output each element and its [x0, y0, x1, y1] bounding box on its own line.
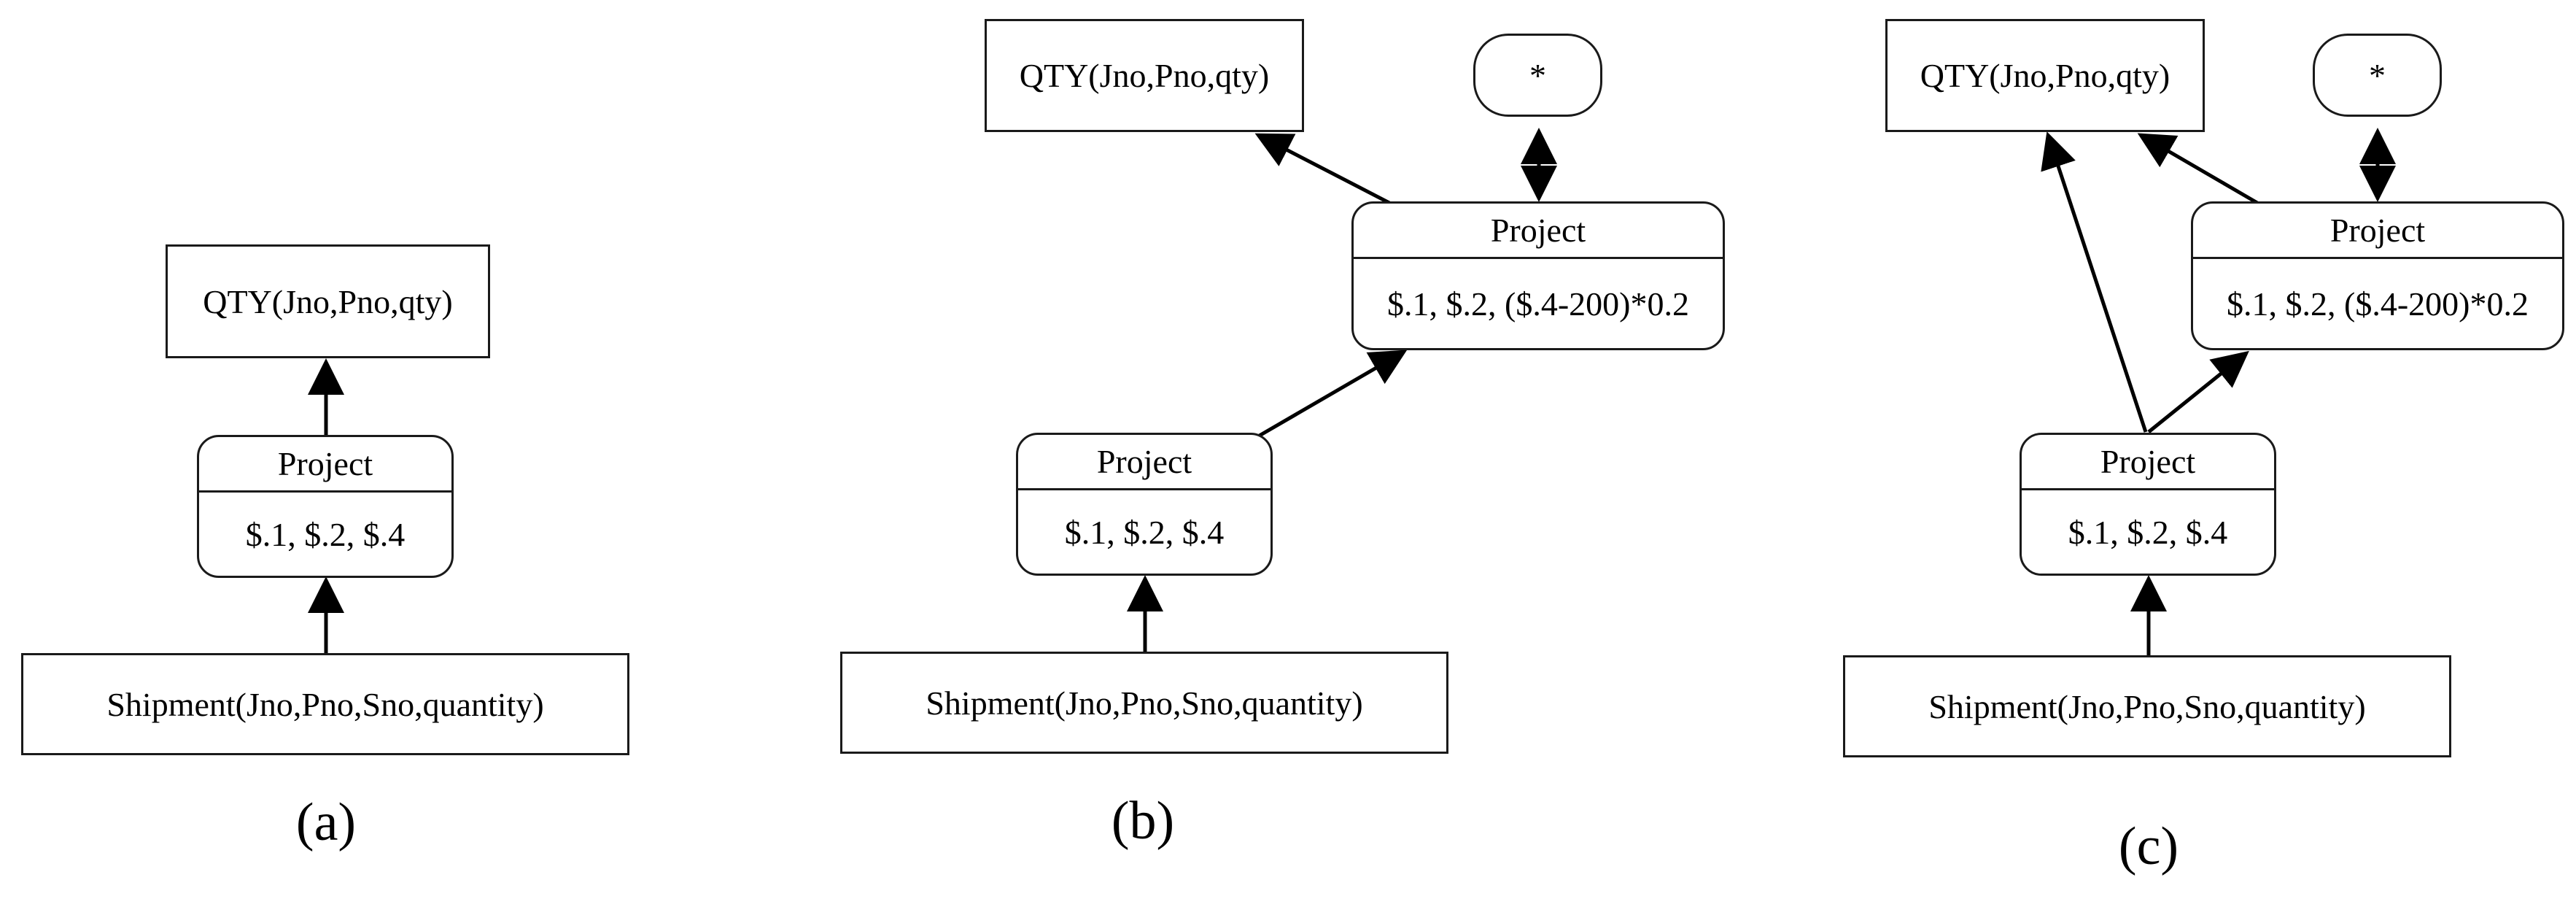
panel-b-star-node: * [1473, 34, 1602, 117]
panel-a-project-fields: $.1, $.2, $.4 [245, 515, 406, 553]
edge-c-project2-to-qty [2137, 133, 2259, 205]
panel-b-project2-node: Project $.1, $.2, ($.4-200)*0.2 [1351, 201, 1725, 350]
panel-c-project1-fields: $.1, $.2, $.4 [2068, 513, 2228, 551]
panel-a-shipment-node: Shipment(Jno,Pno,Sno,quantity) [21, 653, 629, 755]
panel-b-caption: (b) [1111, 791, 1175, 851]
panel-c-shipment-node: Shipment(Jno,Pno,Sno,quantity) [1843, 655, 2451, 757]
panel-b-project1-title: Project [1018, 435, 1270, 490]
panel-c-qty-node: QTY(Jno,Pno,qty) [1885, 19, 2205, 132]
panel-b-shipment-node: Shipment(Jno,Pno,Sno,quantity) [840, 652, 1448, 754]
edge-c-project1-to-qty [2041, 131, 2148, 433]
edge-c-project1-to-project2 [2147, 350, 2249, 433]
panel-c-project1-title: Project [2022, 435, 2274, 490]
panel-a-caption: (a) [295, 792, 357, 852]
panel-a-qty-node: QTY(Jno,Pno,qty) [166, 244, 490, 358]
panel-b-project1-fields: $.1, $.2, $.4 [1064, 513, 1225, 551]
panel-b-qty-node: QTY(Jno,Pno,qty) [985, 19, 1304, 132]
panel-a-project-title: Project [199, 437, 451, 493]
panel-c-project2-node: Project $.1, $.2, ($.4-200)*0.2 [2191, 201, 2564, 350]
panel-b-project2-title: Project [1354, 204, 1723, 259]
panel-c-star-node: * [2313, 34, 2442, 117]
edge-b-project2-to-qty [1254, 133, 1391, 205]
edge-b-project1-to-project2 [1257, 350, 1408, 439]
panel-c-project2-fields: $.1, $.2, ($.4-200)*0.2 [2227, 285, 2529, 323]
panel-c-project1-node: Project $.1, $.2, $.4 [2020, 433, 2276, 576]
panel-c-project2-title: Project [2193, 204, 2562, 259]
panel-c-caption: (c) [2118, 817, 2179, 876]
panel-a-project-node: Project $.1, $.2, $.4 [197, 435, 454, 578]
panel-b-project1-node: Project $.1, $.2, $.4 [1016, 433, 1273, 576]
panel-b-project2-fields: $.1, $.2, ($.4-200)*0.2 [1387, 285, 1689, 323]
